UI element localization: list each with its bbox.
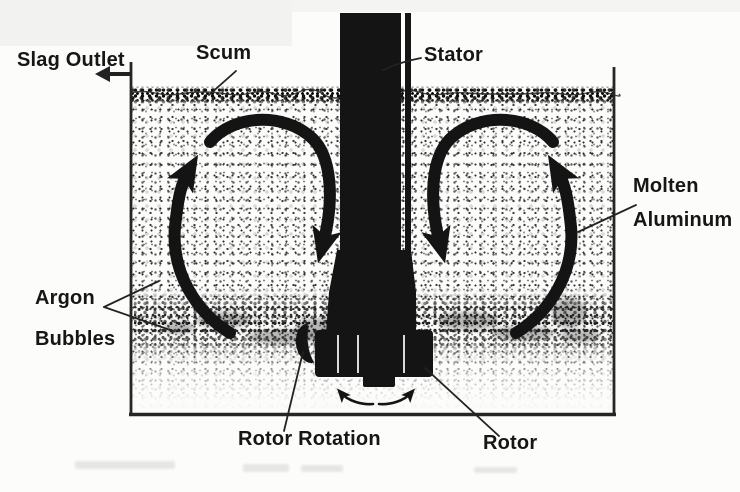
rotor-rotation-leader-line [283,351,304,432]
rotor-shaft-stub [363,374,395,387]
bubble-clump [560,330,600,342]
ghost-text-artifact [474,467,517,473]
molten-aluminum-leader-line [577,204,637,233]
rotor-side-plume [295,324,314,364]
rotor-blade-slits [337,335,405,373]
label-scum: Scum [196,42,252,64]
stator-lower-flare [326,250,416,333]
argon-bubbles-leader-upper [103,280,160,308]
ghost-text-artifact [243,464,289,472]
circulation-arrows [166,113,580,339]
rotor-leader-line [424,367,500,437]
label-argon-bubbles: Argon Bubbles [35,278,115,360]
ghost-text-artifact [301,465,343,472]
rotor-shape [295,324,433,387]
tank-outline [129,62,616,417]
right-loop-up-arrow [510,154,580,339]
ghost-text-artifact [75,461,175,469]
label-molten-aluminum-line1: Molten [633,175,699,197]
right-loop-down-arrow [421,113,559,264]
label-argon-bubbles-line2: Bubbles [35,328,116,350]
label-argon-bubbles-line1: Argon [35,287,95,309]
label-rotor: Rotor [483,432,538,454]
label-rotor-rotation: Rotor Rotation [238,428,381,450]
scum-leader-line [208,70,237,96]
left-loop-up-arrow [166,154,236,339]
leader-lines [103,57,637,437]
bubble-clump [438,312,498,330]
label-stator: Stator [424,44,483,66]
stator-shape [326,13,416,333]
label-molten-aluminum: Molten Aluminum [633,169,732,237]
rotor-swirl-arrows-icon [337,388,415,406]
left-loop-down-arrow [204,113,342,264]
stator-leader-line [382,57,422,71]
label-slag-outlet: Slag Outlet [17,49,125,71]
label-molten-aluminum-line2: Aluminum [633,209,733,231]
bubble-clump [552,298,586,328]
slag-outlet-arrow-icon [95,66,131,82]
argon-bubbles-leader-lower [103,306,174,332]
